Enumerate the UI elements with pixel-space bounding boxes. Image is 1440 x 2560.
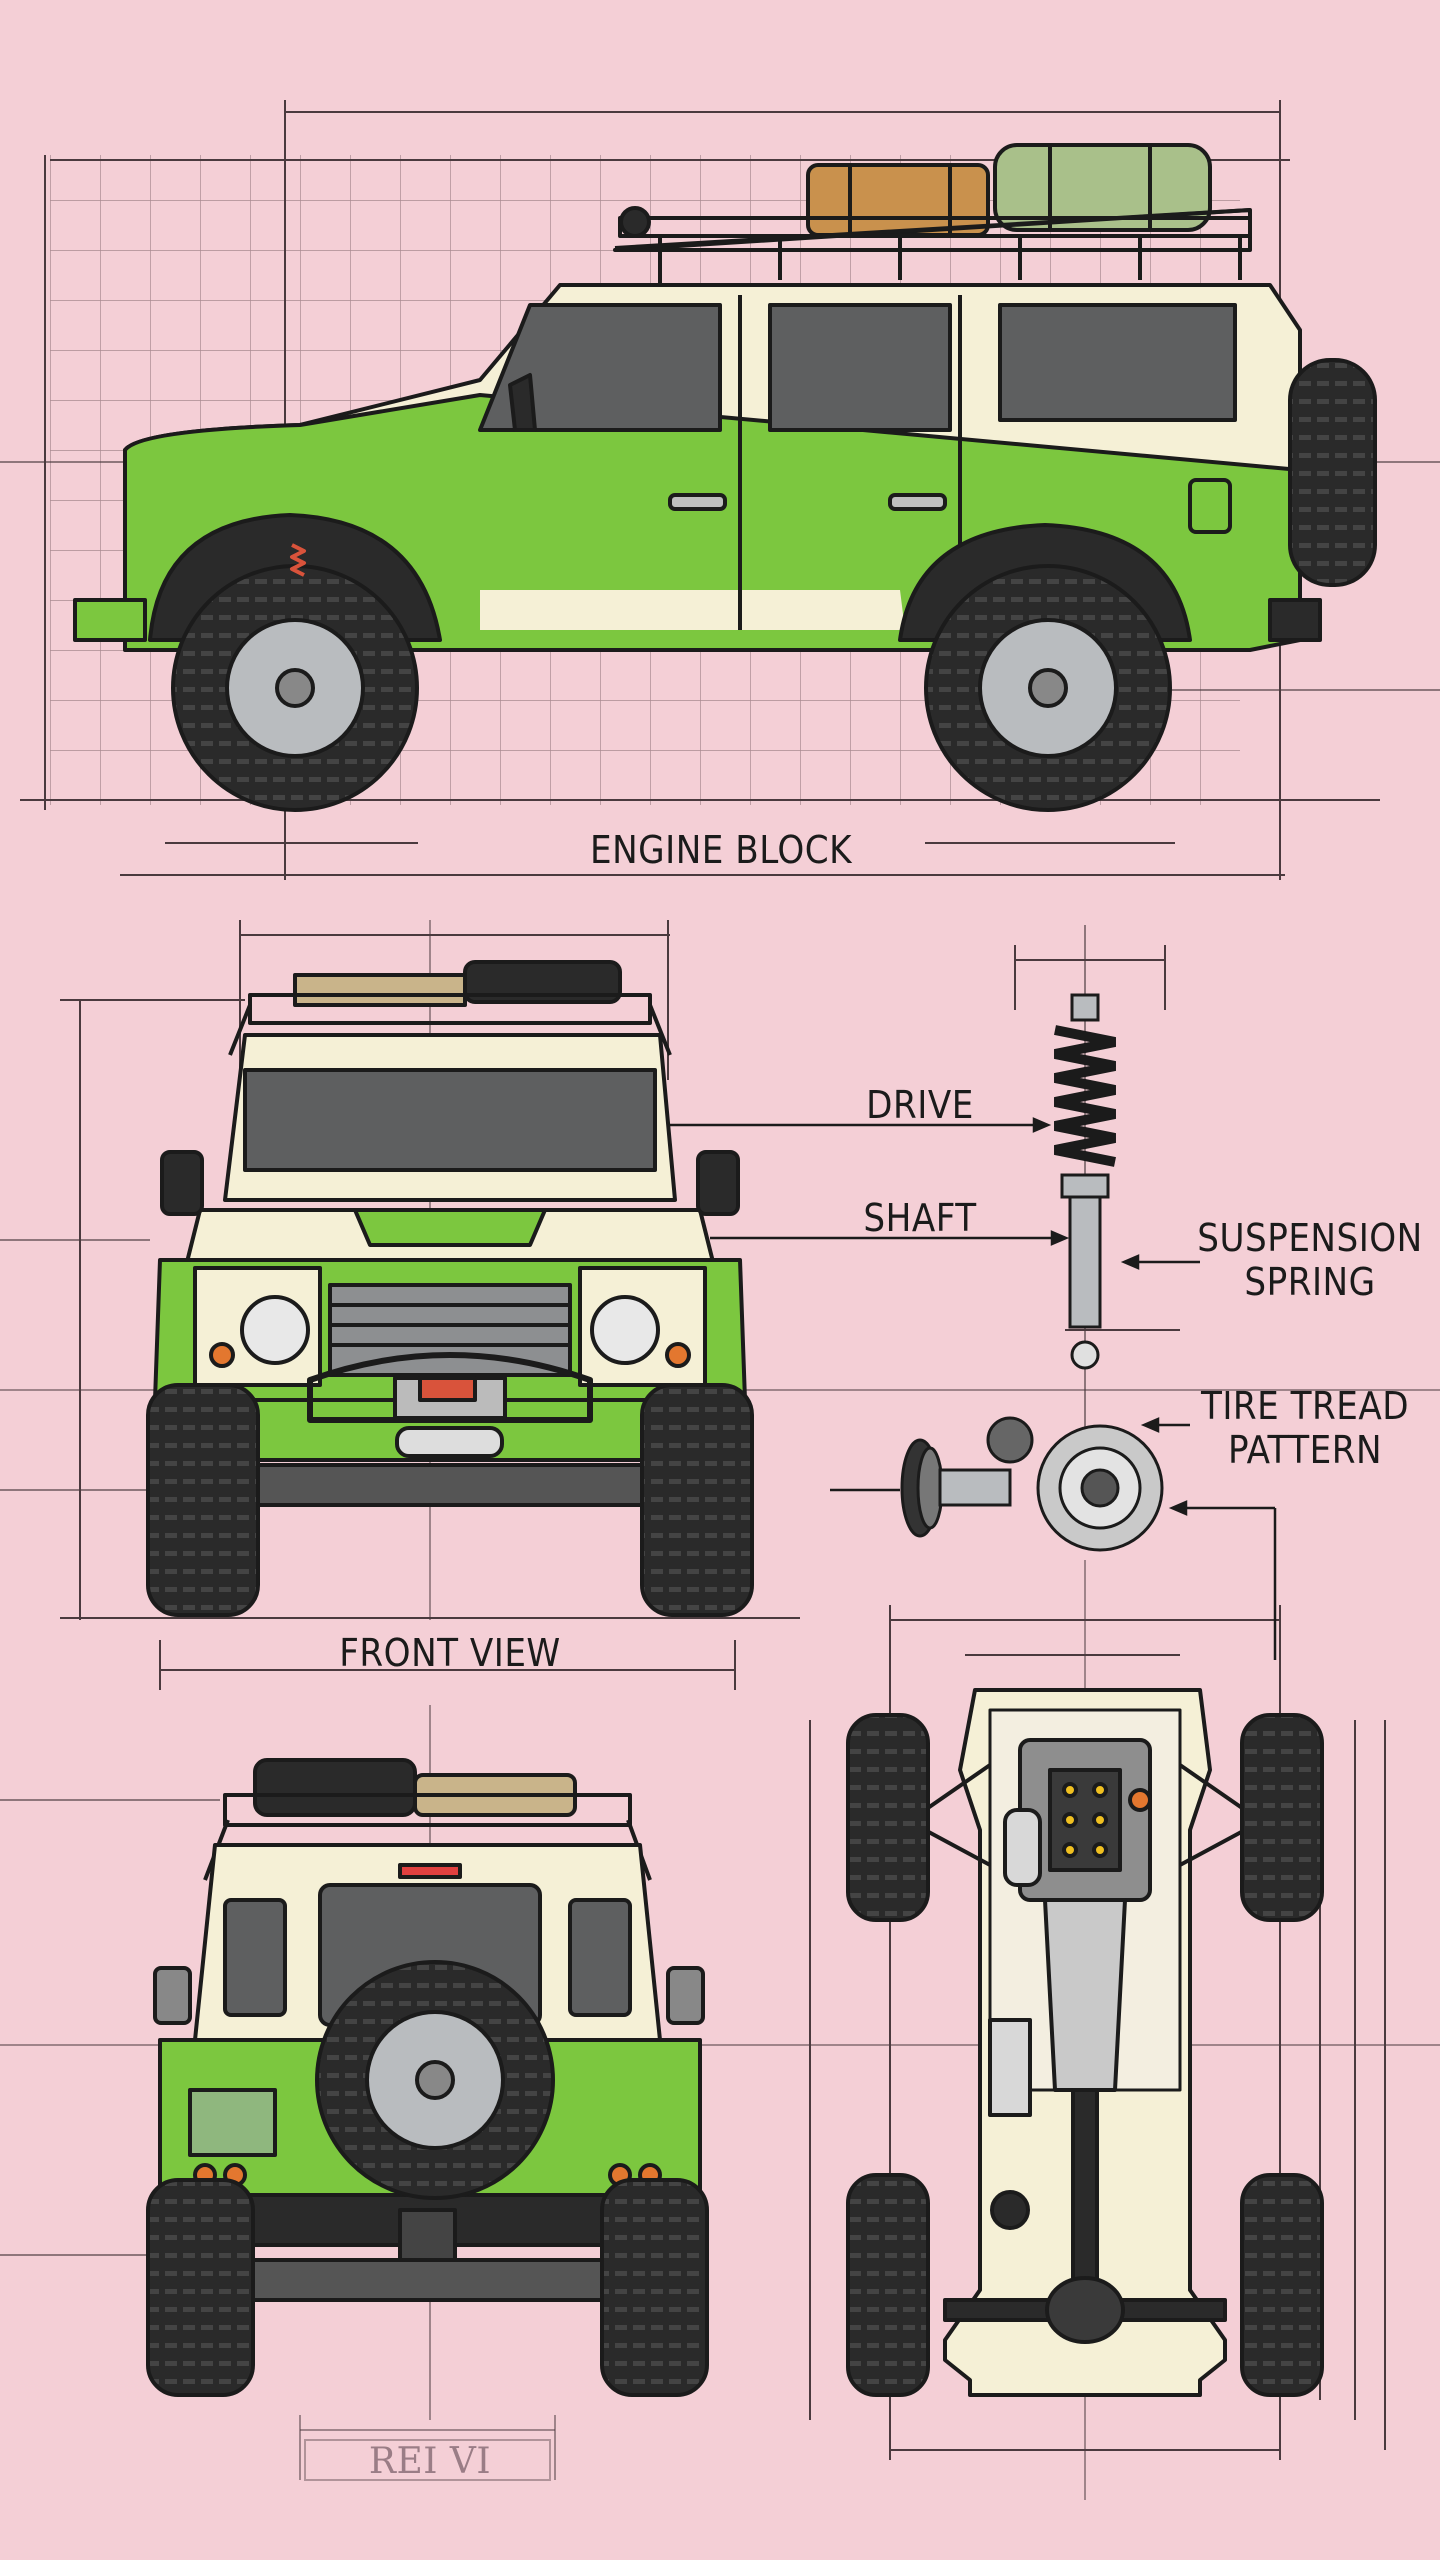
side-view-suv	[73, 143, 1377, 812]
label-drive: DRIVE	[866, 1083, 974, 1127]
differential-icon	[900, 1416, 1164, 1552]
label-tire-tread: TIRE TREAD	[1200, 1384, 1410, 1428]
label-pattern: PATTERN	[1227, 1428, 1383, 1472]
front-view-suv	[146, 960, 754, 1617]
label-engine-block: ENGINE BLOCK	[590, 828, 853, 872]
label-rear-view-faded: REI VI	[368, 2441, 492, 2482]
coilover-shock-icon	[1054, 993, 1116, 1370]
chassis-top-view	[846, 1688, 1324, 2397]
leader-lines	[670, 1117, 1277, 1660]
label-shaft: SHAFT	[863, 1196, 977, 1240]
label-suspension: SUSPENSION	[1197, 1216, 1423, 1260]
label-spring: SPRING	[1244, 1260, 1376, 1304]
rear-view-suv	[146, 1758, 709, 2397]
label-front-view: FRONT VIEW	[339, 1631, 561, 1675]
